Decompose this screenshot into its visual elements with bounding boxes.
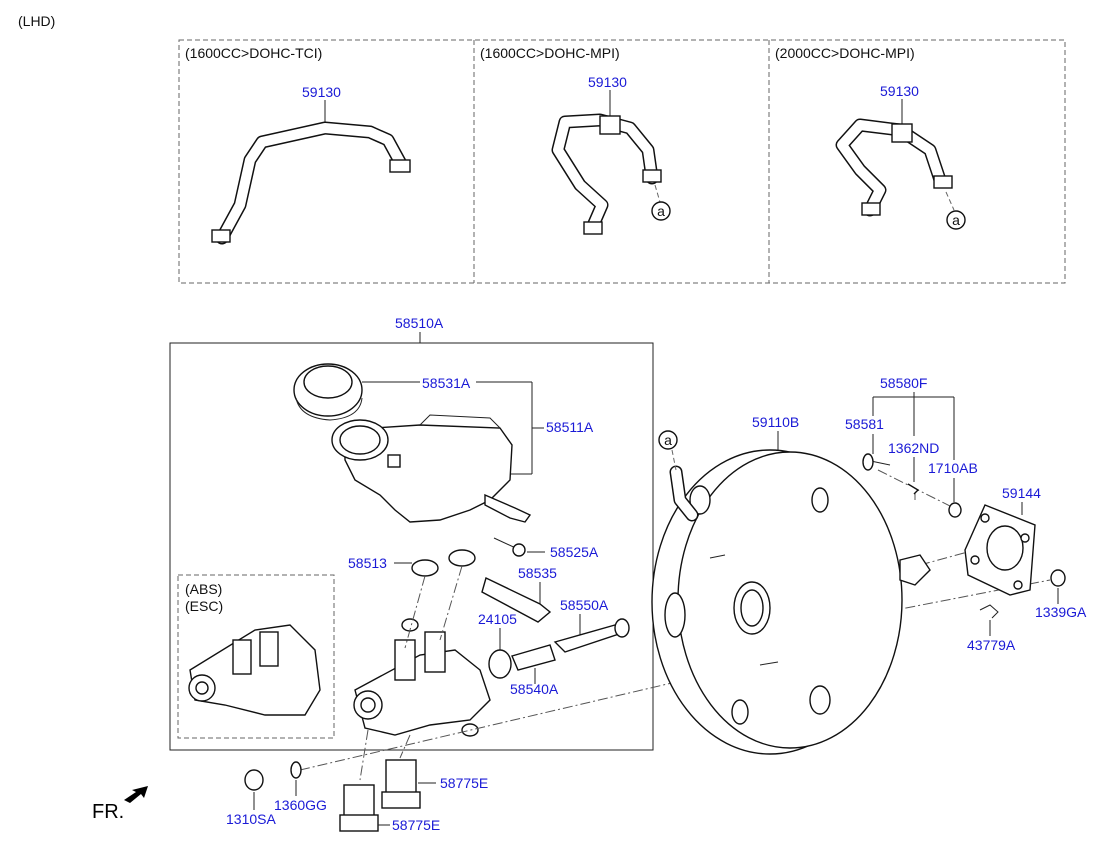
variant-mpi-2000: (2000CC>DOHC-MPI) 59130 a — [775, 45, 966, 230]
master-cylinder-body — [353, 618, 491, 737]
sensor-icon — [481, 577, 552, 623]
hose-clamp-icon — [642, 169, 662, 183]
part-59110B[interactable]: 59110B — [752, 414, 799, 430]
grommet-icon — [948, 502, 962, 518]
hose-clamp-icon — [211, 229, 231, 243]
ref-a-label: a — [952, 212, 960, 228]
part-58581[interactable]: 58581 — [845, 416, 884, 432]
check-valve-icon — [862, 453, 874, 471]
bolt-icon — [512, 543, 526, 557]
part-59130-mpi-1600[interactable]: 59130 — [588, 74, 627, 90]
assembly-frame — [169, 342, 654, 751]
hose-clamp-icon — [861, 202, 881, 216]
reservoir-cap — [293, 363, 363, 421]
variant-tci: (1600CC>DOHC-TCI) 59130 — [185, 45, 411, 245]
grommet-icon — [411, 559, 439, 577]
hose-clamp-icon — [933, 175, 953, 189]
variant-title-tci: (1600CC>DOHC-TCI) — [185, 45, 322, 61]
part-59144[interactable]: 59144 — [1002, 485, 1041, 501]
part-1310SA[interactable]: 1310SA — [226, 811, 276, 827]
nut-1339GA-group: 1339GA — [1035, 569, 1087, 620]
grommet-icon — [448, 549, 476, 567]
ref-a-circle — [651, 201, 671, 221]
variant-mpi-1600: (1600CC>DOHC-MPI) 59130 a — [480, 45, 671, 235]
booster-ref-a-circle — [658, 430, 678, 450]
part-58535[interactable]: 58535 — [518, 565, 557, 581]
part-24105[interactable]: 24105 — [478, 611, 517, 627]
part-1360GG[interactable]: 1360GG — [274, 797, 327, 813]
master-cylinder-assembly: 58510A 58531A 58511A 58513 58535 — [169, 315, 654, 751]
part-58775E-lower[interactable]: 58775E — [392, 817, 440, 833]
part-1339GA[interactable]: 1339GA — [1035, 604, 1087, 620]
variant-title-mpi-1600: (1600CC>DOHC-MPI) — [480, 45, 620, 61]
front-arrow-icon — [124, 786, 148, 803]
part-59130-mpi-2000[interactable]: 59130 — [880, 83, 919, 99]
part-1362ND[interactable]: 1362ND — [888, 440, 939, 456]
part-58775E-upper[interactable]: 58775E — [440, 775, 488, 791]
abs-master-cylinder-icon — [189, 624, 321, 716]
abs-esc-frame — [177, 574, 335, 739]
hose-clamp-icon — [389, 159, 411, 173]
part-58511A[interactable]: 58511A — [546, 419, 594, 435]
part-58525A[interactable]: 58525A — [550, 544, 599, 560]
washer-icon — [290, 761, 302, 779]
front-direction-indicator: FR. — [92, 786, 148, 823]
part-58580F[interactable]: 58580F — [880, 375, 927, 391]
ref-a-circle — [946, 210, 966, 230]
spring-icon — [511, 644, 556, 671]
gasket-group: 59144 — [964, 485, 1041, 596]
clip-icon — [907, 483, 920, 495]
nut-icon — [1050, 569, 1066, 587]
variants-frame — [178, 39, 1066, 284]
nut-icon — [244, 769, 264, 791]
part-58550A[interactable]: 58550A — [560, 597, 609, 613]
drive-side-label: (LHD) — [18, 13, 55, 29]
hose-clamp-icon — [583, 221, 603, 235]
fr-label: FR. — [92, 801, 124, 823]
check-valve-group: 58580F 58581 1362ND 1710AB — [845, 375, 978, 518]
bottom-hardware: 1310SA 1360GG 58775E 58775E — [226, 759, 488, 833]
part-43779A[interactable]: 43779A — [967, 637, 1016, 653]
booster-ref-a-label: a — [664, 432, 672, 448]
part-58540A[interactable]: 58540A — [510, 681, 559, 697]
abs-label: (ABS) — [185, 581, 222, 597]
hose-joint-icon — [599, 115, 621, 135]
part-58531A[interactable]: 58531A — [422, 375, 471, 391]
brake-fluid-reservoir — [331, 414, 532, 523]
hose-variants: (1600CC>DOHC-TCI) 59130 (1600CC>DOHC-MPI… — [178, 39, 1066, 284]
brake-booster: 59110B a — [651, 414, 931, 755]
part-58513[interactable]: 58513 — [348, 555, 387, 571]
esc-label: (ESC) — [185, 598, 223, 614]
part-58510A[interactable]: 58510A — [395, 315, 444, 331]
clip-43779A-group: 43779A — [967, 604, 1016, 653]
abs-esc-inset: (ABS) (ESC) — [177, 574, 335, 739]
part-59130-tci[interactable]: 59130 — [302, 84, 341, 100]
hose-joint-icon — [891, 123, 913, 143]
part-1710AB[interactable]: 1710AB — [928, 460, 978, 476]
spring-clip-icon — [979, 604, 999, 619]
variant-title-mpi-2000: (2000CC>DOHC-MPI) — [775, 45, 915, 61]
ref-a-label: a — [657, 203, 665, 219]
o-ring-icon — [488, 649, 512, 679]
